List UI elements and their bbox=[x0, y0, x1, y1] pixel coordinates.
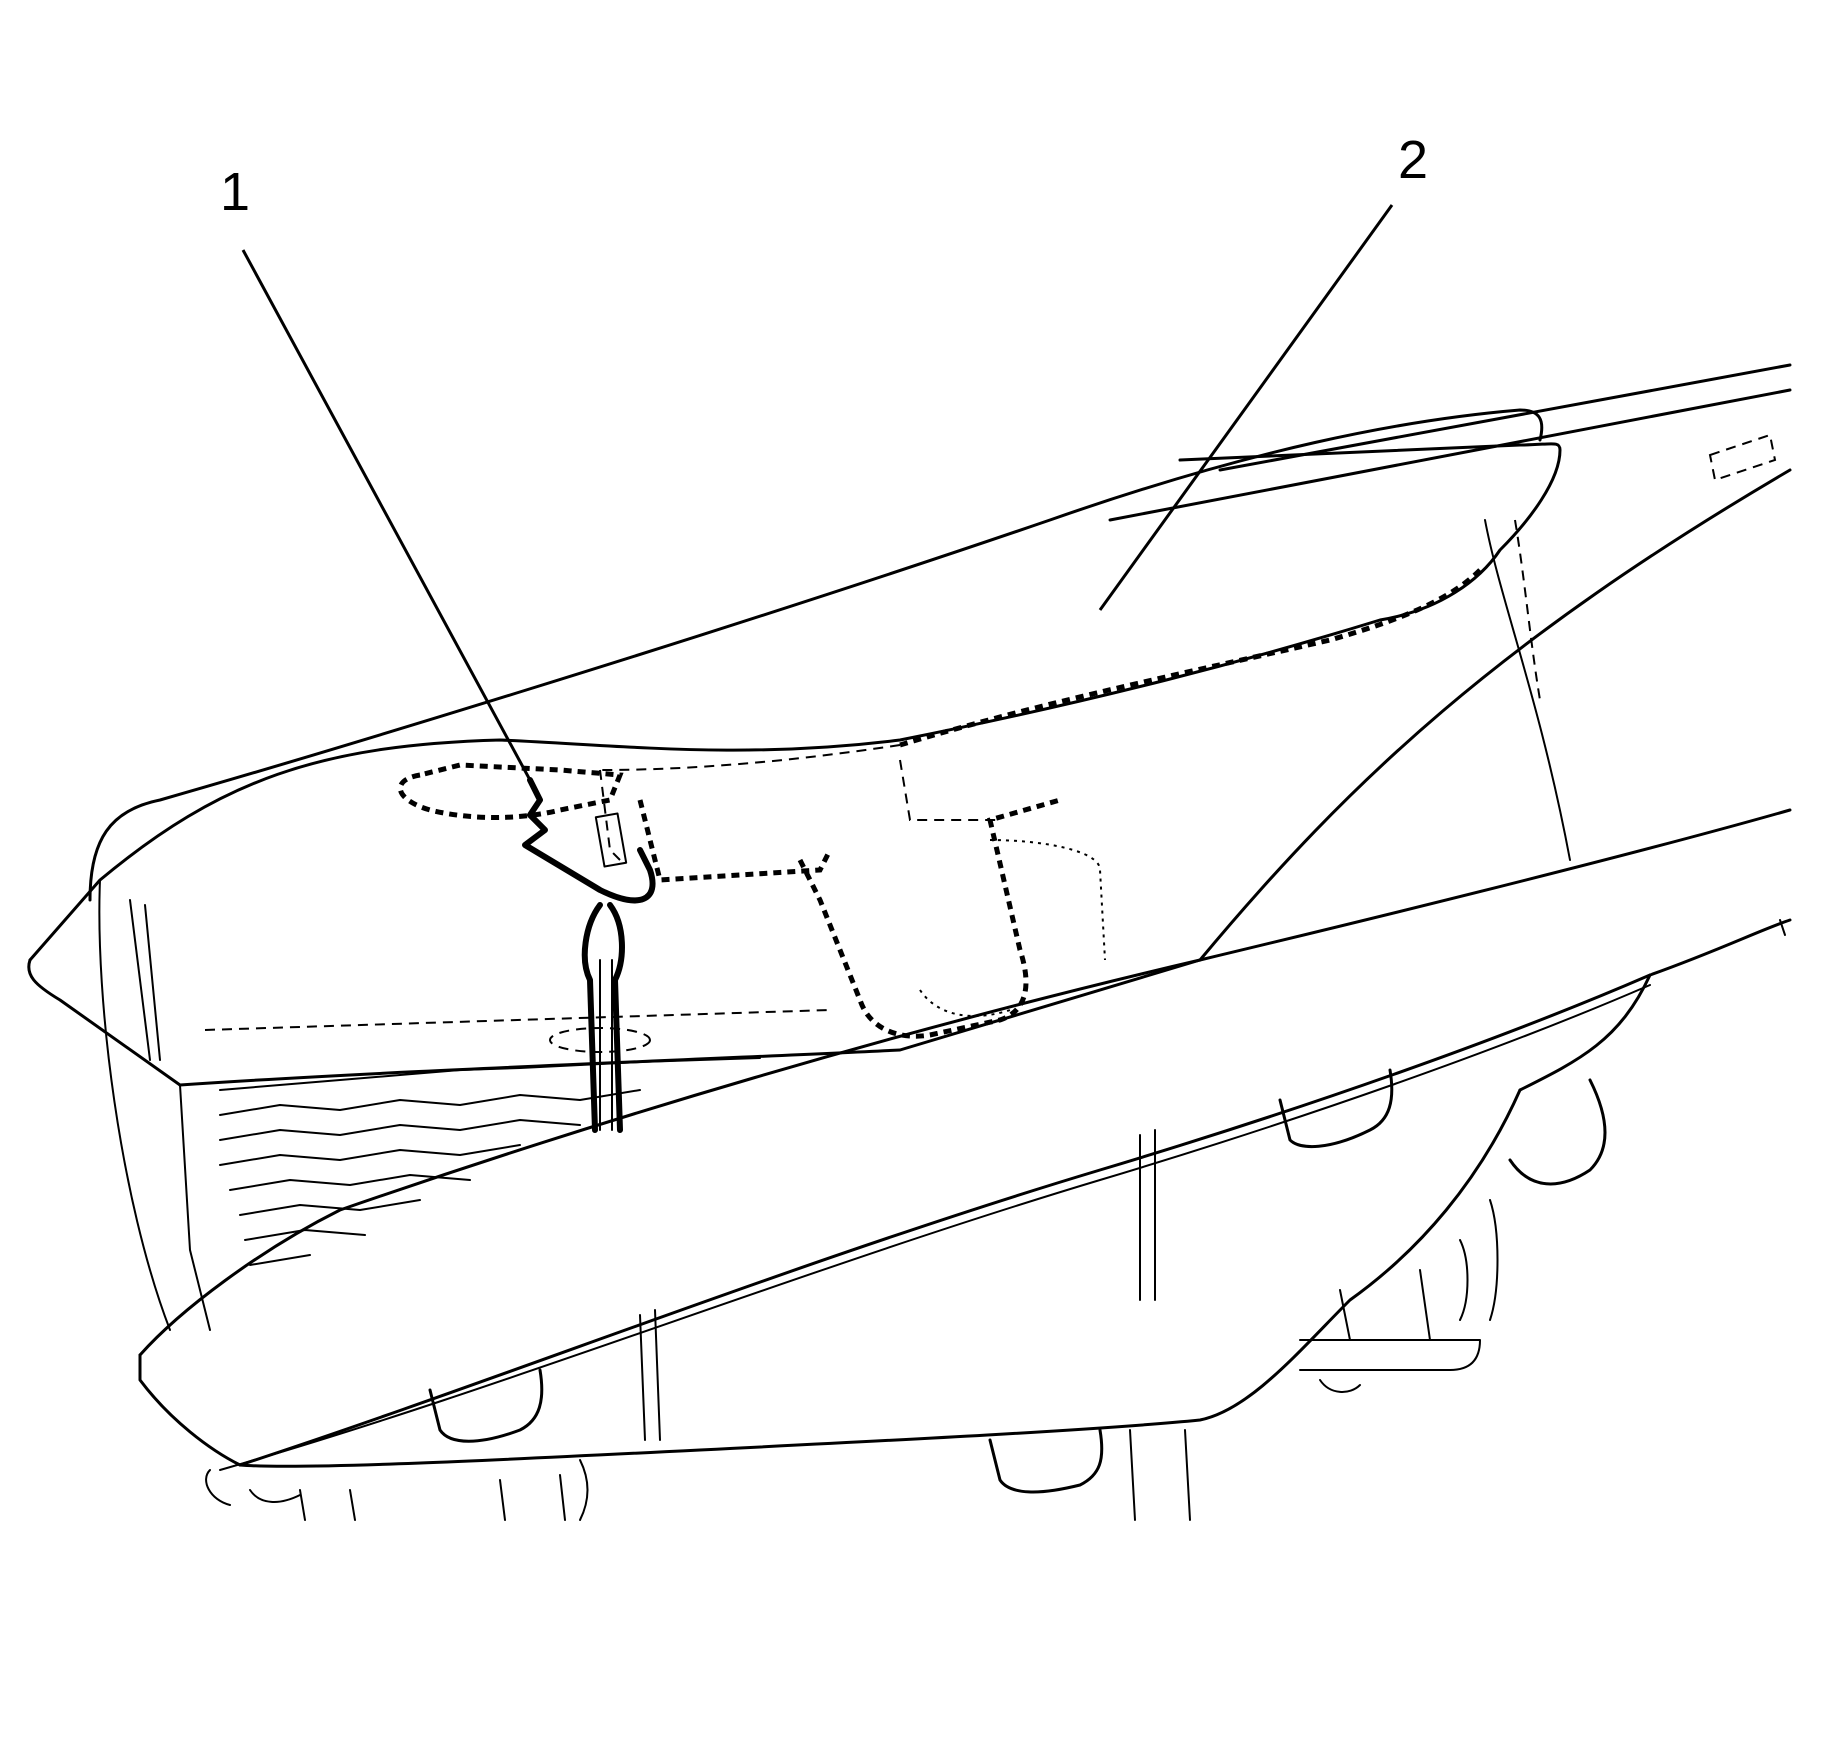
bumper-fascia bbox=[138, 808, 1792, 1471]
grille-mesh bbox=[98, 879, 761, 1331]
callout-1-label: 1 bbox=[220, 162, 250, 222]
fender-marker-detail bbox=[1708, 433, 1786, 936]
retaining-clip bbox=[522, 777, 656, 904]
housing-dashed-detail bbox=[204, 759, 1106, 1053]
lower-bumper-structure bbox=[205, 1068, 1607, 1521]
callout-1-leader bbox=[241, 249, 532, 781]
callout-2-label: 2 bbox=[1398, 130, 1428, 190]
callout-leaders bbox=[241, 204, 1394, 781]
callout-2-leader bbox=[1098, 204, 1394, 611]
release-tool bbox=[581, 902, 625, 1133]
fender-upper-edge bbox=[88, 363, 1792, 902]
headlamp-lower-outline bbox=[178, 468, 1792, 1087]
headlamp-lens bbox=[27, 442, 1571, 1087]
